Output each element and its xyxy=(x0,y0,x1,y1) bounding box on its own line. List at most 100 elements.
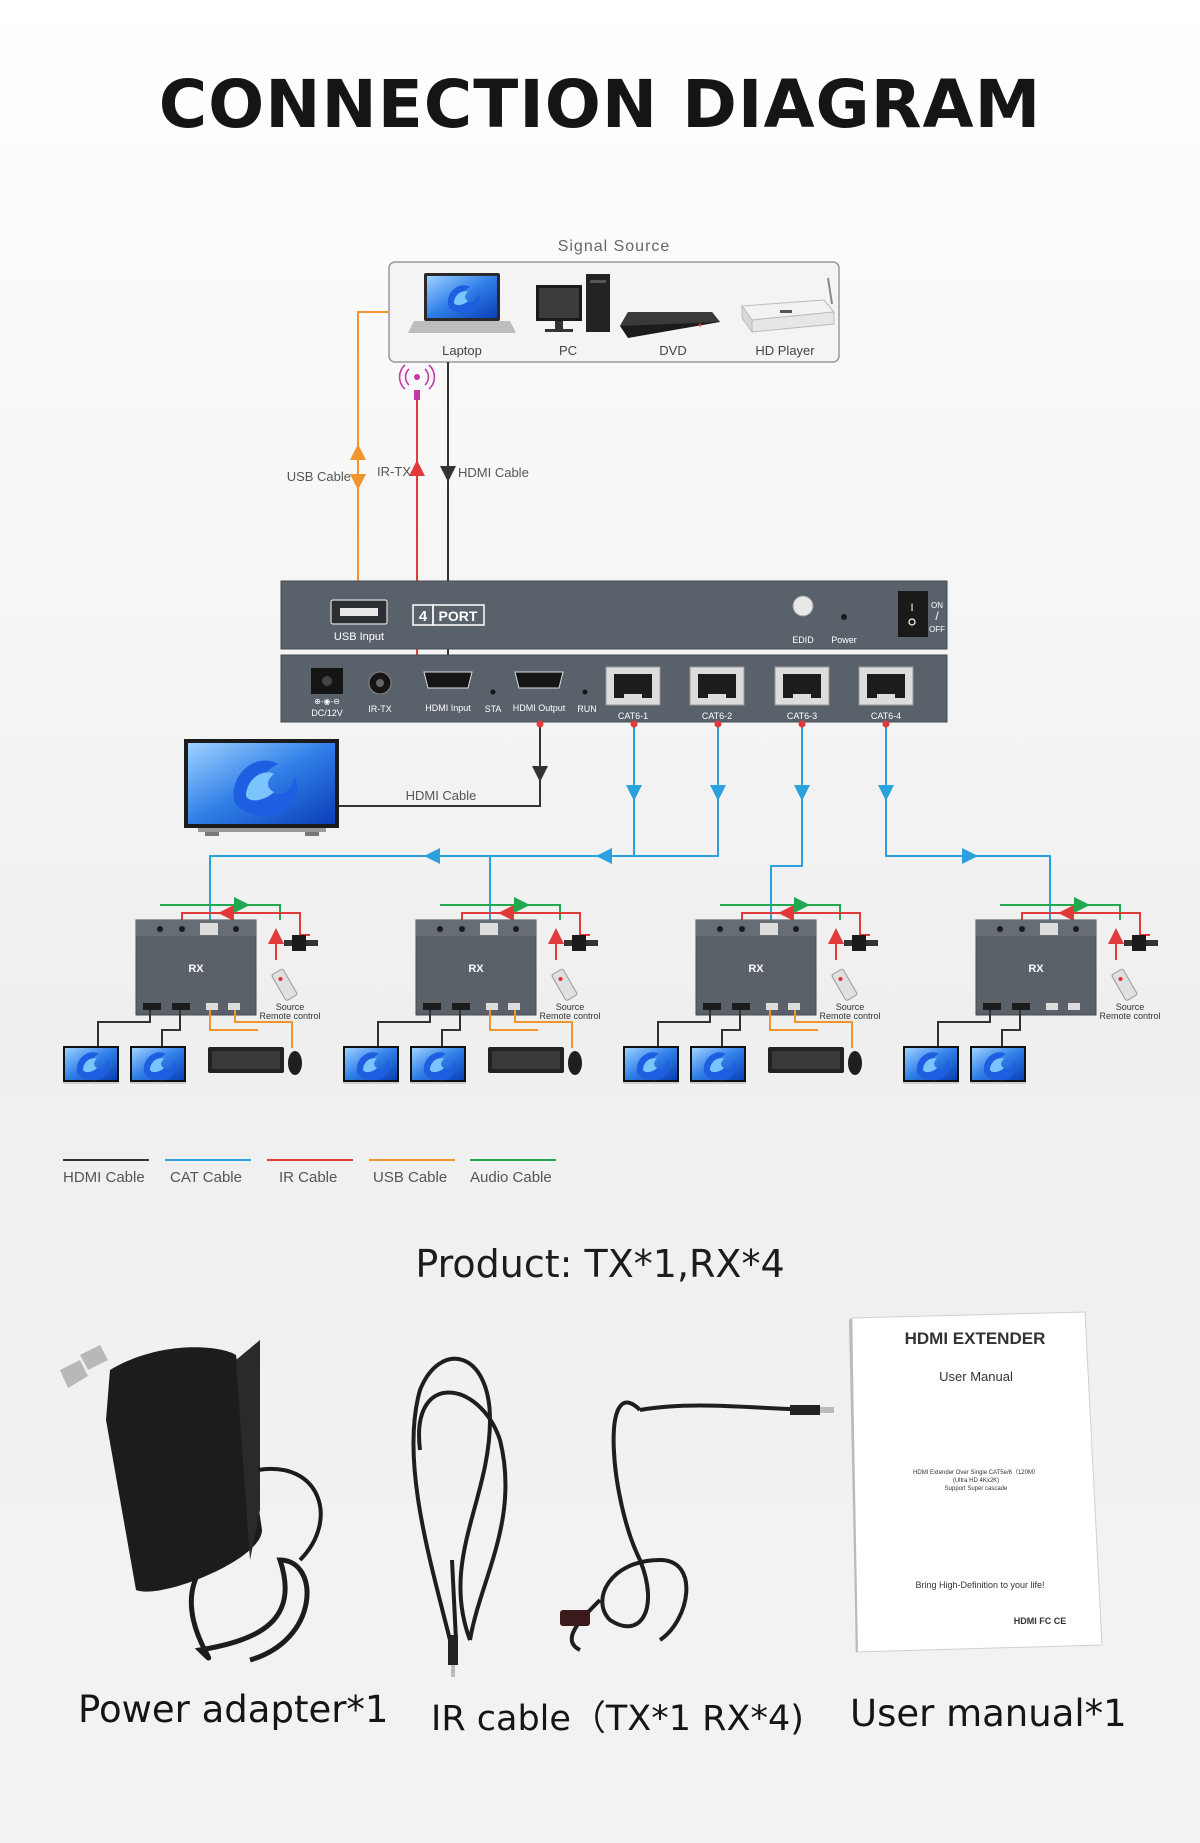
sta-label: STA xyxy=(485,704,502,714)
edid-label: EDID xyxy=(792,635,814,645)
manual-slogan: Bring High-Definition to your life! xyxy=(915,1580,1044,1590)
ir-receiver-icon xyxy=(1124,935,1158,951)
manual-desc-line2: (Ultra HD 4Kx2K) xyxy=(953,1478,999,1484)
legend-label-hdmi: HDMI Cable xyxy=(63,1169,145,1186)
hdmi-output-cable-line xyxy=(339,724,541,807)
ir-tx-cable-label: IR-TX xyxy=(377,464,411,479)
rx-label: RX xyxy=(1028,963,1044,975)
hdmi-output-port xyxy=(514,671,564,689)
manual-logos: HDMI FC CE xyxy=(1014,1616,1067,1626)
device-label-pc: PC xyxy=(559,343,577,358)
svg-text:⊕-◉-⊖: ⊕-◉-⊖ xyxy=(314,697,340,706)
mouse-icon xyxy=(288,1051,302,1075)
switch-on-label: ON xyxy=(931,601,943,610)
monitor-icon xyxy=(970,1046,1026,1084)
source-label: Source xyxy=(1116,1002,1145,1012)
user-manual-image: HDMI EXTENDER User Manual HDMI Extender … xyxy=(849,1311,1103,1653)
monitor-icon xyxy=(343,1046,399,1084)
ir-tx-port-label: IR-TX xyxy=(368,704,392,714)
run-led xyxy=(582,689,588,695)
usb-input-label: USB Input xyxy=(334,631,384,643)
usb-cable-label: USB Cable xyxy=(287,469,351,484)
device-label-laptop: Laptop xyxy=(442,343,482,358)
laptop-icon xyxy=(408,273,516,333)
rx-unit-2: RX Source Remote control xyxy=(343,897,601,1084)
monitor-icon xyxy=(410,1046,466,1084)
remote-control-icon xyxy=(271,968,298,1001)
ir-cable-plug xyxy=(448,1635,458,1665)
ir-emitter-icon xyxy=(398,364,436,400)
legend-label-audio: Audio Cable xyxy=(470,1169,552,1186)
keyboard-icon xyxy=(208,1047,284,1073)
port-badge-text-box xyxy=(432,604,485,626)
monitor-icon xyxy=(903,1046,959,1084)
ir-receiver-icon xyxy=(564,935,598,951)
port-badge-number: 4 xyxy=(419,608,428,625)
ir-jack xyxy=(790,1405,820,1415)
caption-user-manual: User manual*1 xyxy=(850,1692,1127,1735)
product-heading: Product: TX*1,RX*4 xyxy=(415,1242,785,1286)
cat6-port-2-label: CAT6-2 xyxy=(702,711,732,721)
power-adapter-image xyxy=(60,1340,323,1663)
cat6-port-1-label: CAT6-1 xyxy=(618,711,648,721)
dc-port-label: DC/12V xyxy=(311,708,343,718)
manual-title: HDMI EXTENDER xyxy=(905,1329,1046,1348)
caption-ir-cable: IR cable（TX*1 RX*4) xyxy=(431,1699,804,1739)
pc-icon xyxy=(536,274,610,332)
remote-control-icon xyxy=(1111,968,1138,1001)
cat6-port-4 xyxy=(858,666,914,706)
keyboard-icon xyxy=(488,1047,564,1073)
legend-label-ir: IR Cable xyxy=(279,1169,337,1186)
cat6-port-3 xyxy=(774,666,830,706)
keyboard-icon xyxy=(768,1047,844,1073)
switch-slash-label: / xyxy=(935,609,939,623)
legend-label-usb: USB Cable xyxy=(373,1169,447,1186)
source-label: Source xyxy=(836,1002,865,1012)
manual-subtitle: User Manual xyxy=(939,1369,1013,1384)
rx-label: RX xyxy=(468,963,484,975)
device-label-hd-player: HD Player xyxy=(755,343,815,358)
manual-desc-line1: HDMI Extender Over Single CAT5e/6（120M） xyxy=(913,1469,1039,1476)
run-label: RUN xyxy=(577,704,597,714)
source-label: Source xyxy=(276,1002,305,1012)
sta-led xyxy=(490,689,496,695)
hdmi-output-port-label: HDMI Output xyxy=(513,703,566,713)
monitor-icon xyxy=(690,1046,746,1084)
cat6-port-1 xyxy=(605,666,661,706)
hdmi-output-cable-label: HDMI Cable xyxy=(406,788,477,803)
legend-label-cat: CAT Cable xyxy=(170,1169,242,1186)
hd-player-icon xyxy=(741,277,835,334)
edid-button xyxy=(792,595,814,617)
hdmi-input-cable-label: HDMI Cable xyxy=(458,465,529,480)
remote-control-label: Remote control xyxy=(539,1011,600,1021)
remote-control-label: Remote control xyxy=(819,1011,880,1021)
switch-off-label: OFF xyxy=(929,625,945,634)
rx-label: RX xyxy=(748,963,764,975)
power-label: Power xyxy=(831,635,857,645)
legend: HDMI Cable CAT Cable IR Cable USB Cable … xyxy=(63,1159,556,1186)
rx-unit-4: RX Source Remote control xyxy=(903,897,1161,1084)
mouse-icon xyxy=(568,1051,582,1075)
mouse-icon xyxy=(848,1051,862,1075)
tv-icon xyxy=(184,739,339,836)
ir-cable-image xyxy=(411,1356,831,1652)
power-led xyxy=(841,614,847,620)
rx-unit-1: RX Source Remote control xyxy=(63,897,321,1084)
tx-unit-front-panel xyxy=(280,580,948,650)
svg-text:I: I xyxy=(910,602,913,614)
rx-label: RX xyxy=(188,963,204,975)
signal-source-label: Signal Source xyxy=(558,238,671,255)
monitor-icon xyxy=(63,1046,119,1084)
cat6-port-3-label: CAT6-3 xyxy=(787,711,817,721)
usb-cable-line xyxy=(357,311,389,597)
caption-power-adapter: Power adapter*1 xyxy=(78,1688,389,1731)
cat6-port-4-label: CAT6-4 xyxy=(871,711,901,721)
monitor-icon xyxy=(623,1046,679,1084)
hdmi-input-port xyxy=(423,671,473,689)
remote-control-icon xyxy=(551,968,578,1001)
monitor-icon xyxy=(130,1046,186,1084)
remote-control-icon xyxy=(831,968,858,1001)
page-title: CONNECTION DIAGRAM xyxy=(158,66,1042,143)
dvd-icon xyxy=(620,312,720,338)
